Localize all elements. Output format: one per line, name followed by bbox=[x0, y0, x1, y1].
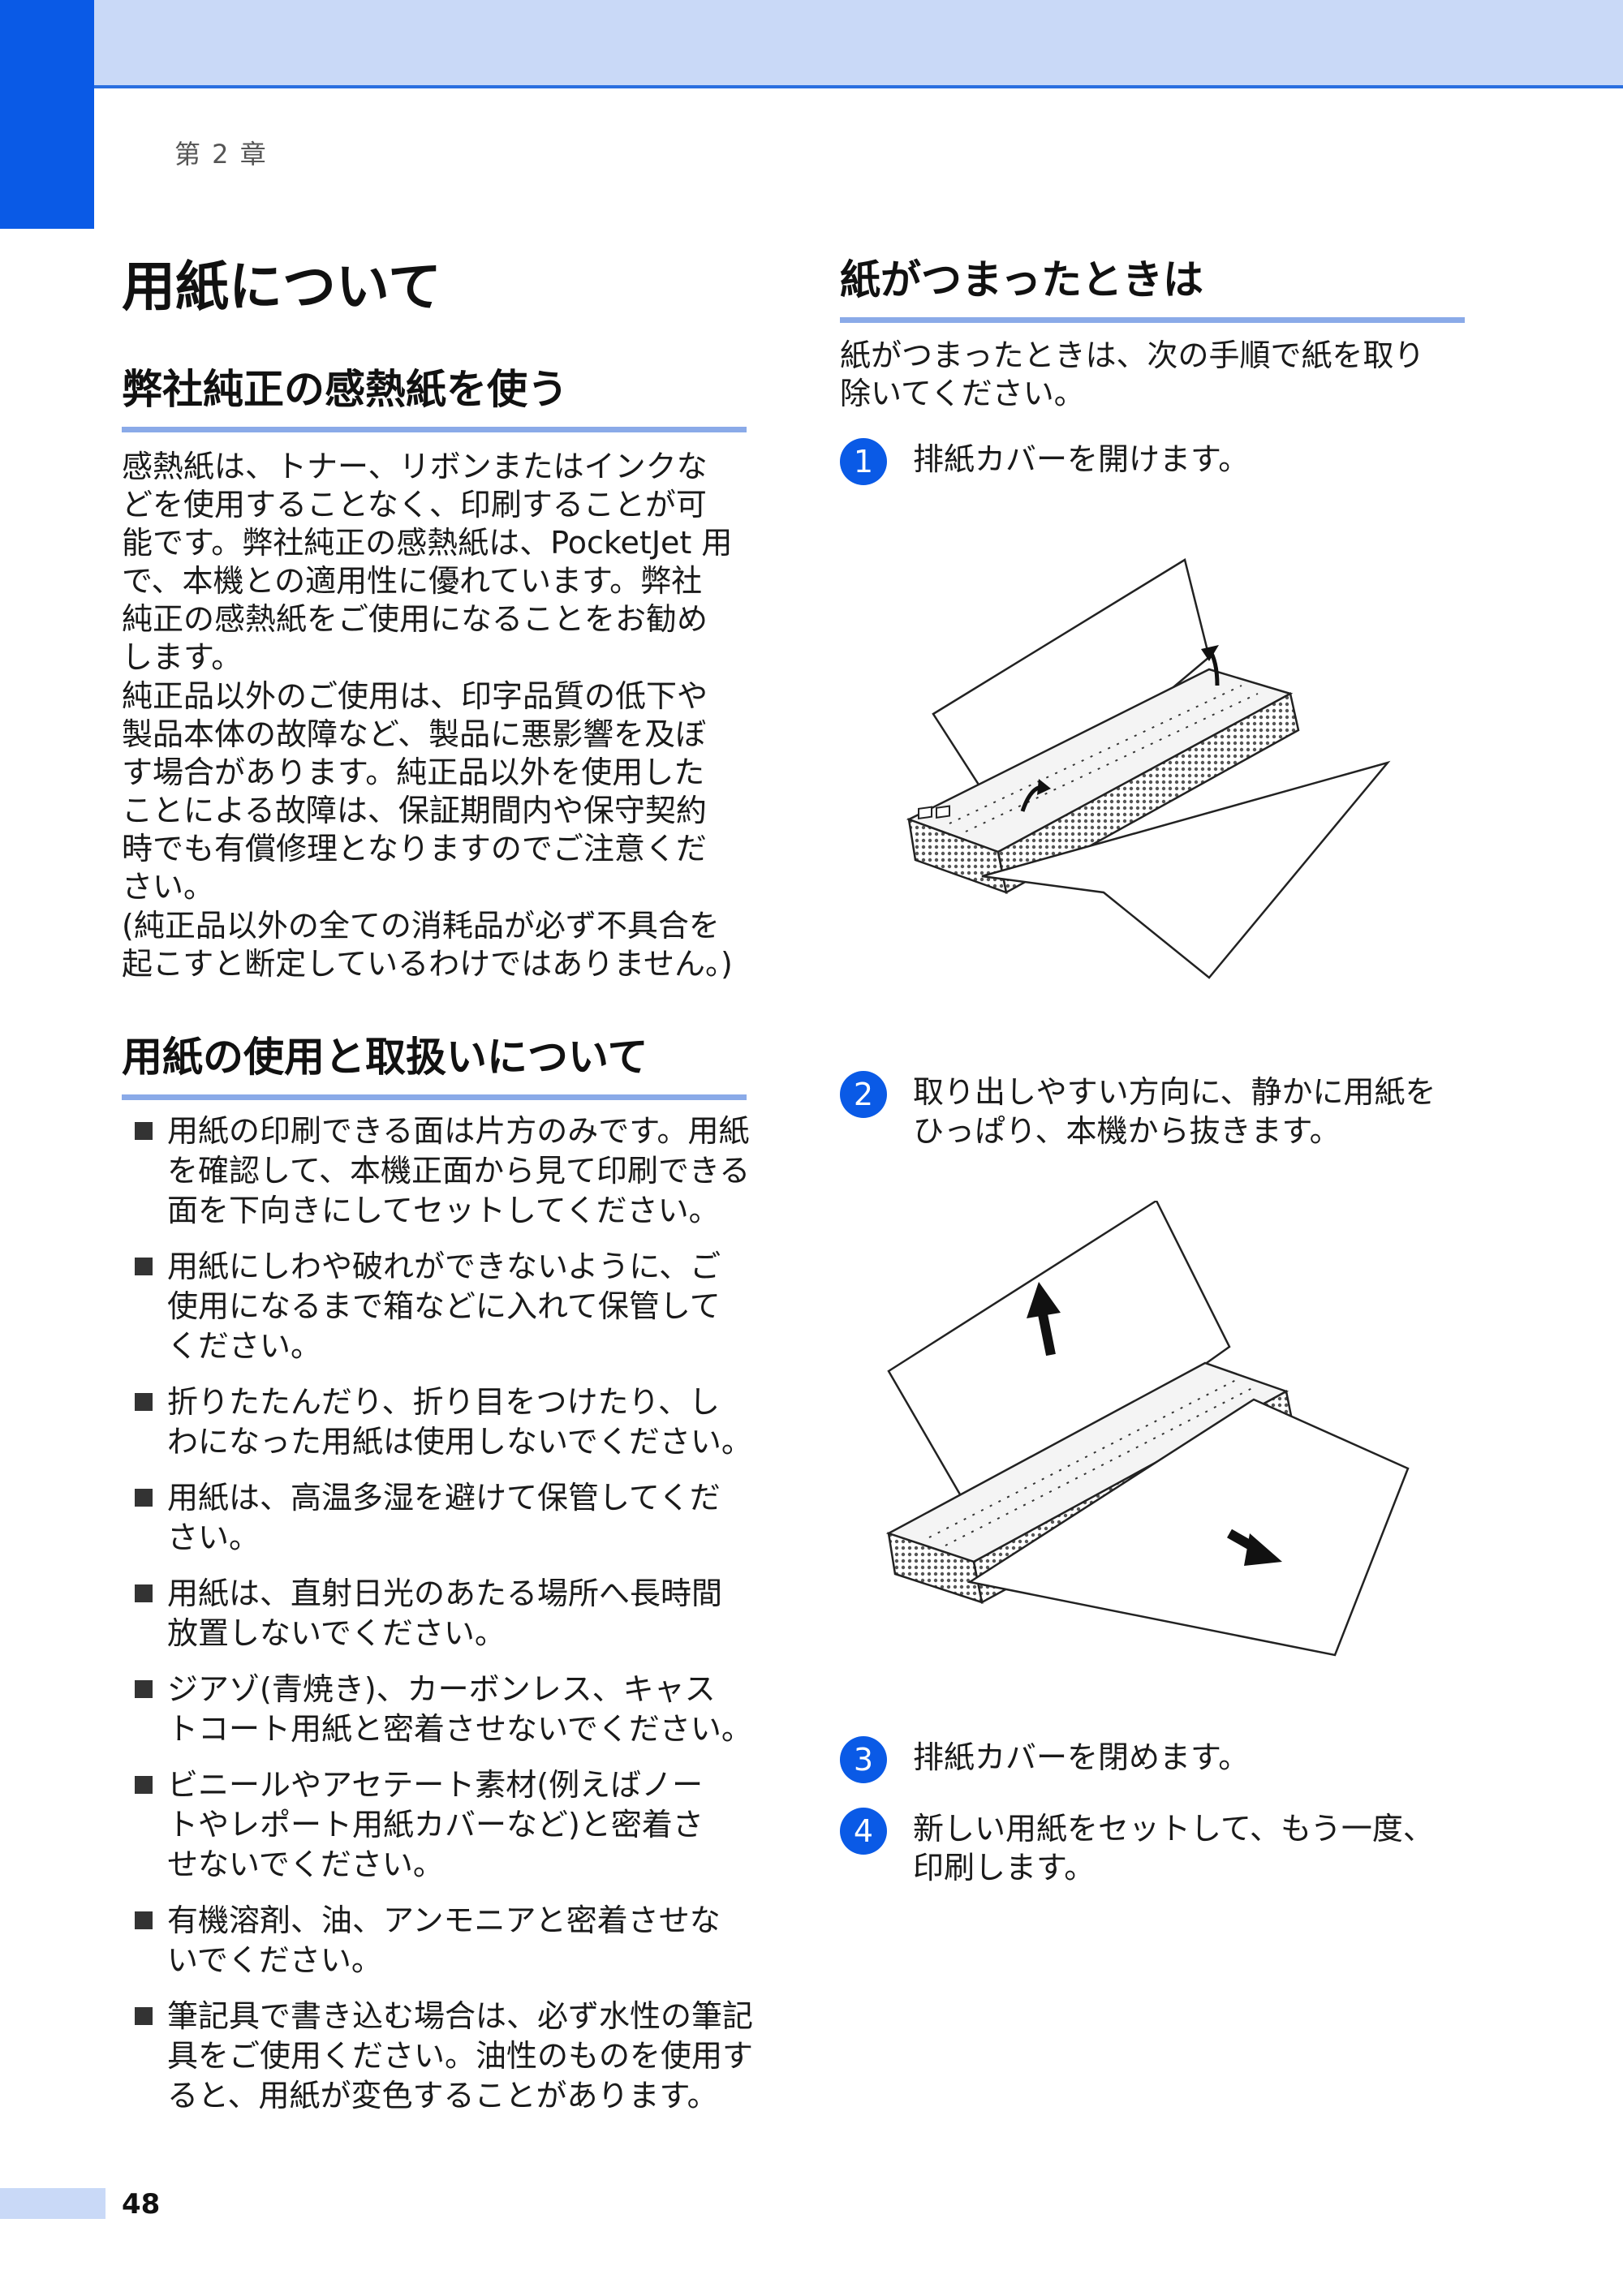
section-heading: 紙がつまったときは bbox=[840, 256, 1203, 303]
paper-output bbox=[981, 760, 1391, 979]
pull-arrow-icon bbox=[1038, 1313, 1056, 1357]
list-item: 用紙は、直射日光のあたる場所へ長時間 放置しないでください。 bbox=[130, 1574, 747, 1653]
paragraph-genuine-2: 純正品以外のご使用は、印字品質の低下や 製品本体の故障など、製品に悪影響を及ぼ … bbox=[122, 678, 708, 905]
list-item: ジアゾ(青焼き)、カーボンレス、キャス トコート用紙と密着させないでください。 bbox=[130, 1670, 752, 1749]
square-bullet-icon bbox=[135, 1776, 153, 1794]
square-bullet-icon bbox=[135, 1584, 153, 1602]
section-rule bbox=[122, 427, 747, 432]
step-text: 取り出しやすい方向に、静かに用紙を ひっぱり、本機から抜きます。 bbox=[913, 1074, 1436, 1149]
step-number-badge: 2 bbox=[840, 1071, 887, 1118]
chapter-tab bbox=[0, 0, 94, 229]
printer-pull-paper-illustration bbox=[885, 1201, 1410, 1657]
arrow-head-icon bbox=[1027, 1282, 1061, 1318]
square-bullet-icon bbox=[135, 1258, 153, 1275]
step-number-badge: 3 bbox=[840, 1736, 887, 1783]
paragraph-genuine-1: 感熱紙は、トナー、リボンまたはインクな どを使用することなく、印刷することが可 … bbox=[122, 449, 733, 675]
paper-sheet bbox=[887, 1201, 1231, 1527]
step-text: 排紙カバーを開けます。 bbox=[913, 441, 1250, 477]
step-number-badge: 4 bbox=[840, 1808, 887, 1855]
handling-list: 用紙の印刷できる面は片方のみです。用紙 を確認して、本機正面から見て印刷できる … bbox=[130, 1111, 753, 2132]
arrow-head-icon bbox=[1037, 779, 1051, 795]
printer-cover-open-illustration bbox=[906, 558, 1391, 979]
printer-button bbox=[918, 806, 932, 820]
jam-intro: 紙がつまったときは、次の手順で紙を取り 除いてください。 bbox=[840, 338, 1425, 411]
list-item: 用紙にしわや破れができないように、ご 使用になるまで箱などに入れて保管して くだ… bbox=[130, 1247, 747, 1366]
square-bullet-icon bbox=[135, 1393, 153, 1411]
chapter-label: 第 2 章 bbox=[174, 139, 268, 170]
list-item: 折りたたんだり、折り目をつけたり、し わになった用紙は使用しないでください。 bbox=[130, 1382, 752, 1462]
list-item: 用紙は、高温多湿を避けて保管してくだ さい。 bbox=[130, 1478, 747, 1558]
section-rule bbox=[840, 317, 1465, 323]
printer-button bbox=[936, 805, 950, 819]
square-bullet-icon bbox=[135, 1122, 153, 1140]
header-rule bbox=[93, 85, 1623, 88]
list-item: 筆記具で書き込む場合は、必ず水性の筆記 具をご使用ください。油性のものを使用す … bbox=[130, 1997, 753, 2116]
arrow-head-icon bbox=[1201, 645, 1219, 661]
section-rule bbox=[122, 1094, 747, 1100]
paragraph-genuine-3: (純正品以外の全ての消耗品が必ず不具合を 起こすと断定しているわけではありません… bbox=[122, 908, 733, 982]
page-title: 用紙について bbox=[122, 256, 442, 318]
list-item: 用紙の印刷できる面は片方のみです。用紙 を確認して、本機正面から見て印刷できる … bbox=[130, 1111, 750, 1231]
paper-output bbox=[966, 1398, 1410, 1657]
step-text: 新しい用紙をセットして、もう一度、 印刷します。 bbox=[913, 1811, 1434, 1885]
page-number-tab bbox=[0, 2188, 105, 2219]
list-item: 有機溶剤、油、アンモニアと密着させな いでください。 bbox=[130, 1901, 747, 1980]
header-band bbox=[0, 0, 1623, 85]
section-genuine-paper: 弊社純正の感熱紙を使う bbox=[122, 357, 747, 432]
square-bullet-icon bbox=[135, 1489, 153, 1507]
section-paper-handling: 用紙の使用と取扱いについて bbox=[122, 1025, 747, 1100]
section-heading: 弊社純正の感熱紙を使う bbox=[122, 366, 568, 413]
square-bullet-icon bbox=[135, 2007, 153, 2025]
arrow-head-icon bbox=[1244, 1533, 1282, 1566]
step-number-badge: 1 bbox=[840, 438, 887, 485]
page-number: 48 bbox=[122, 2188, 161, 2221]
square-bullet-icon bbox=[135, 1680, 153, 1698]
section-paper-jam: 紙がつまったときは bbox=[840, 247, 1465, 323]
step-text: 排紙カバーを閉めます。 bbox=[913, 1739, 1250, 1775]
section-heading: 用紙の使用と取扱いについて bbox=[122, 1034, 648, 1081]
square-bullet-icon bbox=[135, 1911, 153, 1929]
list-item: ビニールやアセテート素材(例えばノー トやレポート用紙カバーなど)と密着さ せな… bbox=[130, 1765, 747, 1885]
